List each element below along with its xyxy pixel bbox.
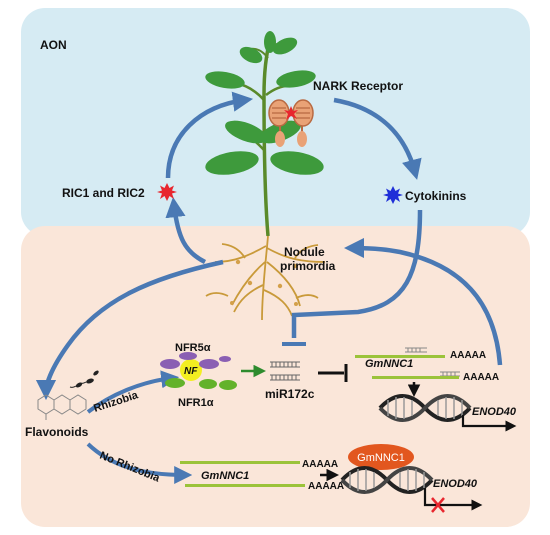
arrow-enod-to-nodule bbox=[343, 237, 503, 366]
roots bbox=[205, 235, 326, 321]
mir172c-label: miR172c bbox=[265, 387, 315, 401]
flavonoid-molecule-icon bbox=[37, 394, 87, 420]
inhibition-cytokinins-mir bbox=[291, 209, 423, 338]
arrow-no-rhizobia bbox=[86, 442, 193, 484]
dna-helix-upper-icon bbox=[378, 394, 472, 422]
arrow-ric-to-nark bbox=[165, 91, 254, 179]
cytokinins-label: Cytokinins bbox=[405, 189, 467, 203]
blocked-cross-icon bbox=[431, 497, 445, 513]
gmnnc1-lower-label: GmNNC1 bbox=[201, 470, 249, 482]
dna-helix-lower-icon bbox=[340, 466, 434, 494]
nark-receptor-label: NARK Receptor bbox=[313, 79, 403, 93]
arrow-nark-to-cytokinins bbox=[333, 97, 422, 180]
mrna-hairpin-icon bbox=[405, 347, 460, 377]
nodule-label: Nodule bbox=[284, 245, 325, 259]
enod40-upper-tss-arrow bbox=[461, 415, 517, 432]
nark-receptor-icon bbox=[268, 99, 314, 147]
flavonoids-label: Flavonoids bbox=[25, 425, 89, 439]
cytokinin-star-icon bbox=[383, 186, 403, 204]
leaf bbox=[276, 70, 316, 88]
polyA-4: AAAAA bbox=[308, 481, 344, 492]
leaf bbox=[225, 120, 267, 144]
enod40-upper-label: ENOD40 bbox=[472, 406, 517, 418]
polyA-2: AAAAA bbox=[463, 372, 499, 383]
ric-label: RIC1 and RIC2 bbox=[62, 186, 145, 200]
arrow-ric-up bbox=[165, 196, 207, 265]
leaf bbox=[205, 151, 259, 175]
nodules bbox=[230, 259, 298, 306]
nfr1-label: NFR1α bbox=[178, 397, 214, 409]
mrna-lower-1 bbox=[180, 461, 300, 464]
enod40-lower-tss-arrow bbox=[423, 488, 483, 511]
primordia-label: primordia bbox=[280, 259, 336, 273]
gmnnc1-protein-label: GmNNC1 bbox=[357, 452, 405, 464]
leaf bbox=[239, 46, 263, 64]
mrna-lower-2 bbox=[185, 484, 305, 487]
enod40-lower-label: ENOD40 bbox=[433, 478, 478, 490]
arrow-rhizobia bbox=[86, 370, 180, 414]
gmnnc1-protein bbox=[348, 444, 414, 470]
leaf bbox=[270, 151, 324, 175]
nf-label: NF bbox=[184, 366, 198, 377]
nfr5-label: NFR5α bbox=[175, 342, 211, 354]
mir172c-icon bbox=[270, 361, 300, 381]
arrow-flavonoids-to-nark bbox=[35, 259, 224, 401]
polyA-3: AAAAA bbox=[302, 459, 338, 470]
mrna-upper-1 bbox=[355, 355, 445, 358]
leaf bbox=[272, 37, 298, 55]
ric-star-icon bbox=[157, 183, 177, 201]
leaf bbox=[264, 31, 276, 53]
soybean-plant bbox=[205, 31, 324, 237]
nfr-receptor-complex bbox=[160, 352, 237, 390]
leaf bbox=[205, 71, 245, 89]
gmnnc1-upper-label: GmNNC1 bbox=[365, 358, 413, 370]
polyA-1: AAAAA bbox=[450, 350, 486, 361]
mrna-upper-2 bbox=[372, 376, 459, 379]
aon-label: AON bbox=[40, 38, 67, 52]
rhizobia-bacteria-icon bbox=[69, 370, 99, 388]
